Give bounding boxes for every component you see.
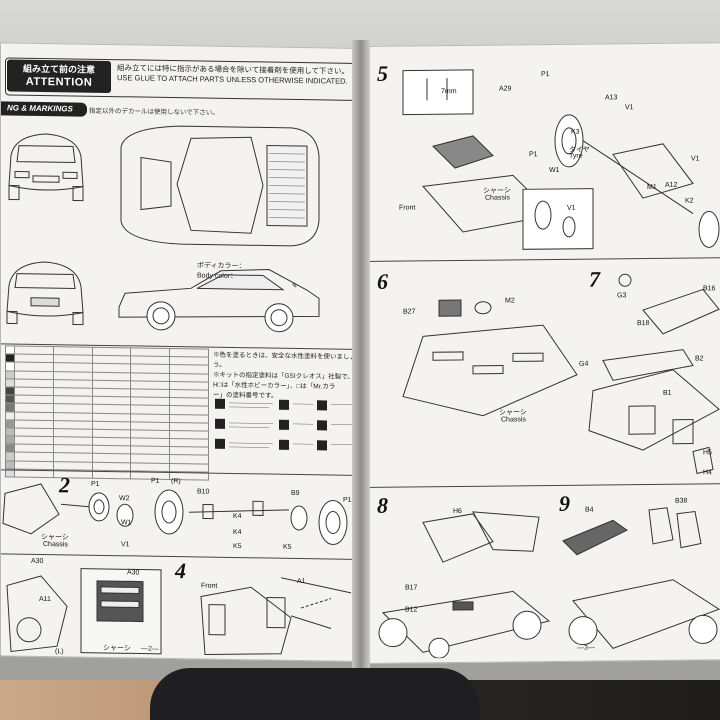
- paint-symbol-legend: [215, 398, 355, 451]
- chassis-assembly-diagram: [6, 568, 162, 655]
- part-label: V1: [567, 204, 576, 212]
- part-label: H5: [703, 449, 712, 457]
- part-label: V1: [121, 541, 130, 549]
- part-label: K5: [233, 542, 242, 551]
- markings-tab: NG & MARKINGS: [1, 101, 87, 117]
- part-label: A30: [31, 557, 44, 565]
- divider: [363, 483, 720, 488]
- part-label: K3: [571, 128, 580, 136]
- book-gutter: [352, 40, 370, 670]
- instruction-page-right: 5 7mm A29 P1 A13 V1 K3 P1 W1 V1 V1: [362, 42, 720, 664]
- attention-badge: 組み立て前の注意 ATTENTION: [7, 59, 111, 94]
- part-label: M1: [647, 183, 657, 192]
- part-label: K5: [283, 543, 292, 551]
- step-6-diagram: [402, 299, 578, 417]
- part-label: A30: [127, 569, 140, 577]
- part-label: H6: [453, 507, 462, 516]
- attention-title-jp: 組み立て前の注意: [22, 63, 95, 75]
- svg-text:✎: ✎: [291, 283, 297, 290]
- front-label: Front: [201, 582, 218, 590]
- paint-notes: ※色を塗るときは、安全な水性塗料を使いましょう。 ※キットの指定塗料は「GSIク…: [213, 351, 357, 403]
- part-label: A1: [297, 577, 306, 586]
- step-3-diagram: [154, 489, 348, 546]
- step-8-diagram: [378, 511, 551, 659]
- part-label: (L): [55, 648, 64, 656]
- part-label: A12: [665, 181, 678, 189]
- attention-note: 組み立てには特に指示がある場合を除いて接着剤を使用して下さい。 USE GLUE…: [117, 63, 353, 87]
- tyre-label-en: Tyre: [569, 152, 583, 160]
- part-label: B12: [405, 606, 418, 614]
- part-label: M2: [505, 297, 515, 305]
- part-label: P1: [541, 71, 550, 79]
- step-7-diagram: [588, 273, 720, 475]
- part-label: K4: [233, 528, 242, 537]
- part-label: B17: [405, 584, 418, 592]
- front-label: Front: [399, 204, 416, 212]
- part-label: K2: [685, 197, 694, 205]
- markings-note: 指定以外のデカールは使用しないで下さい。: [89, 107, 219, 117]
- part-label: V1: [691, 155, 700, 163]
- part-label: G3: [617, 292, 627, 300]
- page-number: —3—: [577, 644, 595, 652]
- instruction-page-left: 組み立て前の注意 ATTENTION 組み立てには特に指示がある場合を除いて接着…: [0, 42, 362, 663]
- part-label: B1: [663, 389, 672, 397]
- part-label: A29: [499, 85, 512, 93]
- car-marking-diagrams: ✎: [6, 125, 320, 333]
- paint-color-table: [5, 345, 209, 481]
- step-5-diagram: [402, 69, 720, 250]
- attention-title-en: ATTENTION: [25, 75, 93, 89]
- part-label: B18: [637, 319, 650, 328]
- part-label: W1: [549, 166, 560, 175]
- part-label: B9: [291, 489, 300, 498]
- part-label: (R): [171, 477, 181, 486]
- chassis-label-en: Chassis: [485, 194, 510, 202]
- divider: [363, 257, 720, 262]
- part-label: B10: [197, 488, 210, 496]
- part-label: P1: [529, 151, 538, 159]
- part-label: W1: [121, 519, 132, 527]
- part-label: G4: [579, 360, 589, 368]
- part-label: H4: [703, 469, 712, 477]
- chassis-label-en: Chassis: [501, 416, 526, 424]
- part-label: A13: [605, 94, 618, 102]
- part-label: P1: [91, 480, 100, 488]
- paint-note-1: ※色を塗るときは、安全な水性塗料を使いましょう。: [213, 351, 356, 369]
- part-label: V1: [625, 104, 634, 112]
- part-label: B16: [703, 285, 716, 293]
- part-label: P1: [343, 496, 352, 504]
- part-label: B27: [403, 308, 416, 316]
- step-2-diagram: [2, 483, 134, 535]
- part-label: W2: [119, 495, 130, 503]
- step-4-diagram: [200, 577, 352, 656]
- part-label: P1: [151, 477, 160, 485]
- body-color-en: Body color：: [197, 272, 238, 281]
- part-label: B4: [585, 506, 594, 514]
- part-label: A11: [39, 595, 51, 604]
- page-number: —2—: [141, 645, 159, 653]
- dimension-label: 7mm: [441, 88, 457, 96]
- chassis-label: シャーシ: [103, 644, 131, 653]
- person-leg: [150, 668, 480, 720]
- part-label: B38: [675, 497, 688, 505]
- step-9-diagram: [562, 507, 720, 649]
- part-label: B2: [695, 355, 704, 363]
- chassis-label-en: Chassis: [43, 540, 68, 549]
- part-label: K4: [233, 512, 242, 521]
